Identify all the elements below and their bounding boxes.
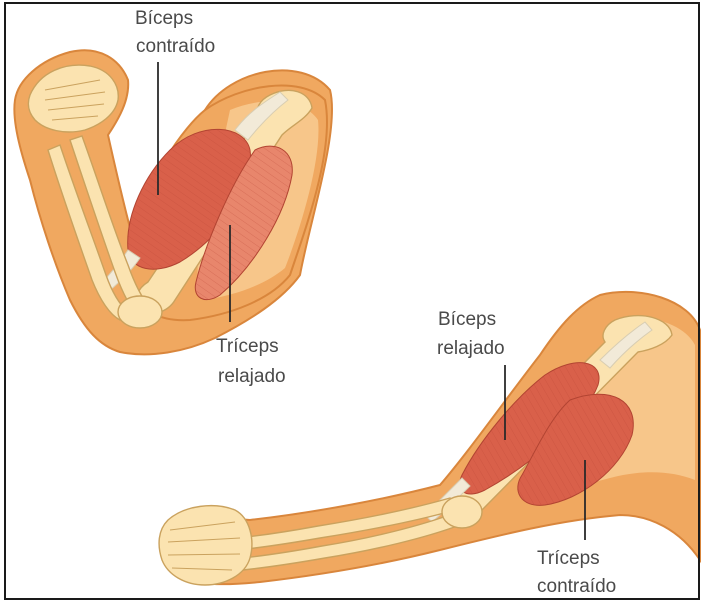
diagram-border bbox=[4, 2, 700, 600]
